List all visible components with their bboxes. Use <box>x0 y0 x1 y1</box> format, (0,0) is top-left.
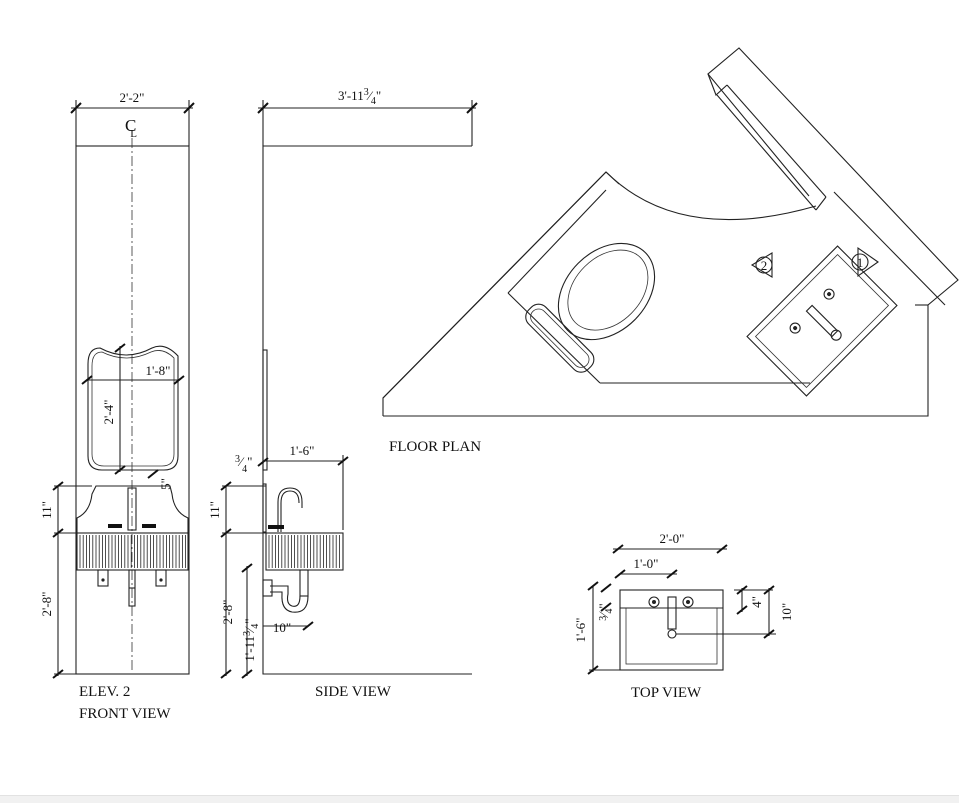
marker-1-label: 1 <box>857 255 864 270</box>
side-view-caption: SIDE VIEW <box>315 684 392 700</box>
front-view-caption-1: ELEV. 2 <box>79 684 130 700</box>
bracket-left <box>97 569 109 587</box>
floor-plan-caption: FLOOR PLAN <box>389 439 481 455</box>
top-depth-label: 1'-6" <box>573 618 588 643</box>
side-view: 3'-113⁄4" 3⁄4" 1'-6" 11" 2'- <box>207 87 478 700</box>
drain-top <box>667 629 677 639</box>
top-faucet-set-label: 4" <box>749 596 764 608</box>
side-depth-label: 3'-11 <box>338 88 364 103</box>
sink-hatching <box>79 535 187 568</box>
top-rim-unit: " <box>596 603 611 608</box>
hot-handle-top <box>648 596 660 608</box>
side-panel-unit: " <box>247 454 252 469</box>
wall-flange <box>262 579 273 597</box>
front-view: 2'-2" CL 1'-8" 2'-4" 5" <box>39 90 195 722</box>
side-depth-frac-den: 4 <box>371 96 376 107</box>
top-view: 2'-0" 1'-0" 1'-6" 3⁄4" 4" 10" <box>573 531 794 701</box>
side-trap-unit: " <box>242 618 257 623</box>
tailpiece <box>299 569 309 597</box>
floor-plan: 2 1 FLOOR PLAN <box>382 47 959 455</box>
front-view-caption-2: FRONT VIEW <box>79 706 171 722</box>
mirror-height-label: 2'-4" <box>101 400 116 425</box>
front-backsplash-label: 11" <box>39 501 54 519</box>
side-counter-height-label: 2'-8" <box>220 600 235 625</box>
side-depth-unit: " <box>376 88 381 103</box>
front-width-label: 2'-2" <box>120 90 145 105</box>
toilet-tank <box>525 303 595 373</box>
faucet-side <box>277 487 303 532</box>
room-outline <box>383 47 959 417</box>
front-sink-height-label: 2'-8" <box>39 592 54 617</box>
sink-top-outline <box>619 589 724 671</box>
side-sink-depth-label: 1'-6" <box>290 443 315 458</box>
mirror-gap-label: 5" <box>158 478 173 490</box>
spout-top <box>667 596 677 630</box>
svg-text:1'-113⁄4": 1'-113⁄4" <box>242 618 261 661</box>
top-drain-set-label: 10" <box>779 603 794 621</box>
sink-side-hatching <box>268 535 340 568</box>
mirror-width-label: 1'-8" <box>146 363 171 378</box>
sink-backsplash <box>76 485 189 533</box>
top-rim-num: 3 <box>598 616 609 621</box>
side-backsplash-label: 11" <box>207 501 222 519</box>
side-depth-frac-num: 3 <box>364 87 369 98</box>
sink-basin-front <box>76 532 189 571</box>
faucet-handle-right <box>142 524 156 528</box>
side-panel-num: 3 <box>235 454 240 465</box>
top-view-caption: TOP VIEW <box>631 685 702 701</box>
top-rim-den: 4 <box>604 609 615 614</box>
side-depth-dimension: 3'-113⁄4" <box>257 87 478 146</box>
side-panel-den: 4 <box>242 464 247 475</box>
side-wall-outline <box>262 145 472 675</box>
side-trap-den: 4 <box>250 624 261 629</box>
centerline-symbol: CL <box>125 116 137 140</box>
elevation-marker-1: 1 <box>851 246 879 278</box>
top-faucet-offset-label: 1'-0" <box>634 556 659 571</box>
door-swing <box>605 171 817 221</box>
toilet <box>525 242 656 373</box>
cold-handle-top <box>682 596 694 608</box>
side-trap-offset-label: 10" <box>273 620 291 635</box>
svg-text:3⁄4": 3⁄4" <box>235 454 252 475</box>
p-trap <box>270 585 301 607</box>
bracket-right <box>155 569 167 587</box>
svg-text:3'-113⁄4": 3'-113⁄4" <box>338 87 381 107</box>
mirror-edge-side <box>262 349 268 471</box>
bottom-edge-band <box>0 795 959 803</box>
vanity-plan <box>746 245 898 397</box>
marker-2-label: 2 <box>761 258 768 273</box>
wall-panel-front <box>75 145 190 675</box>
side-trap-num: 3 <box>242 631 253 636</box>
svg-text:3⁄4": 3⁄4" <box>596 603 615 620</box>
side-trap-height-label: 1'-11 <box>242 636 257 662</box>
mirror-outline <box>87 345 179 471</box>
top-width-label: 2'-0" <box>660 531 685 546</box>
faucet-handle-left <box>108 524 122 528</box>
elevation-marker-2: 2 <box>750 252 773 278</box>
front-width-dimension: 2'-2" <box>70 90 195 146</box>
